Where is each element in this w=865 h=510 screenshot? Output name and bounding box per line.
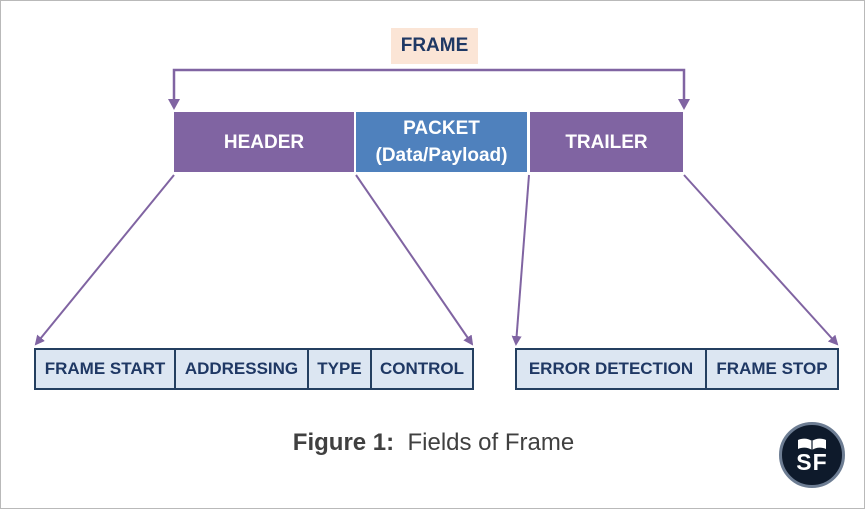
packet-box: PACKET (Data/Payload)	[356, 112, 527, 172]
field-frame-start: FRAME START	[36, 350, 176, 388]
header-right-arrow	[355, 174, 474, 346]
trailer-fields-row: ERROR DETECTION FRAME STOP	[515, 348, 839, 390]
field-addressing: ADDRESSING	[176, 350, 309, 388]
figure-caption: Figure 1: Fields of Frame	[1, 429, 865, 457]
field-error-detection: ERROR DETECTION	[517, 350, 707, 388]
packet-box-label-line2: (Data/Payload)	[375, 145, 508, 166]
book-icon	[798, 438, 826, 450]
header-box: HEADER	[174, 112, 354, 172]
sf-logo: SF	[779, 422, 845, 488]
field-type: TYPE	[309, 350, 372, 388]
frame-bracket-arrowhead-right	[678, 99, 690, 110]
trailer-left-arrow	[511, 174, 530, 346]
header-fields-row: FRAME START ADDRESSING TYPE CONTROL	[34, 348, 474, 390]
frame-bracket-arrowhead-left	[168, 99, 180, 110]
packet-box-label-line1: PACKET	[403, 118, 480, 139]
logo-text: SF	[796, 448, 828, 475]
frame-bracket-arrow	[172, 68, 686, 106]
header-box-label: HEADER	[223, 131, 305, 153]
trailer-box-label: TRAILER	[565, 131, 648, 153]
field-frame-stop: FRAME STOP	[716, 359, 828, 378]
frame-label: FRAME	[391, 28, 478, 64]
header-left-arrow	[34, 174, 175, 346]
trailer-box: TRAILER	[530, 112, 683, 172]
caption-text: Fields of Frame	[407, 429, 575, 456]
caption-figure-number: Figure 1:	[292, 429, 395, 456]
trailer-right-arrow	[683, 174, 839, 346]
field-control: CONTROL	[379, 359, 465, 378]
